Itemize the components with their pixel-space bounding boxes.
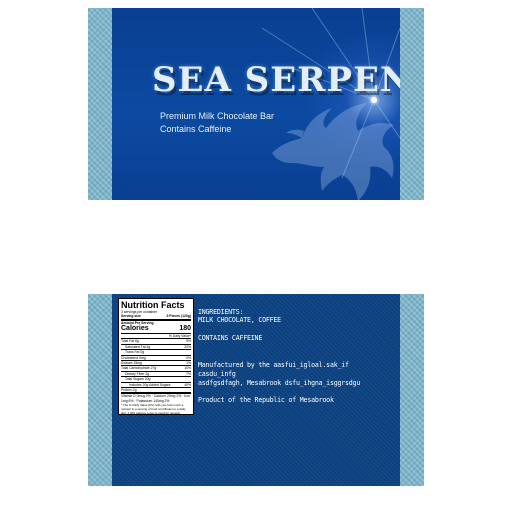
- nutrient-row: Total Fat 8g 9%: [121, 338, 191, 343]
- nutrient-label: Dietary Fiber 2g: [125, 371, 150, 376]
- vitamins-text: Vitamin D 0mcg 0% · Calcium 20mg 2% · Ir…: [121, 394, 191, 403]
- sea-serpent-dragon-icon: [272, 103, 394, 200]
- calories-label: Calories: [121, 325, 149, 333]
- ingredients-list: MILK CHOCOLATE, COFFEE: [198, 316, 281, 324]
- daily-value-header: % Daily Value*: [121, 333, 191, 338]
- nutrient-label: Total Sugars 20g: [125, 377, 151, 382]
- nutrition-title: Nutrition Facts: [121, 300, 185, 310]
- manufacturer-line-2: casdu_infg: [198, 370, 236, 378]
- nutrient-row: Includes 20g Added Sugars 40%: [121, 381, 191, 387]
- nutrient-daily-value: 7%: [186, 371, 191, 376]
- caffeine-notice: Contains Caffeine: [160, 124, 232, 134]
- nutrition-footnote: * The % Daily Value (DV) tells you how m…: [121, 403, 186, 415]
- product-description: Premium Milk Chocolate Bar: [160, 111, 275, 121]
- ingredients-label: INGREDIENTS:: [198, 308, 244, 316]
- nutrient-label: Protein 2g: [121, 388, 137, 393]
- wrapper-front-label: SEA SERPENT Premium Milk Chocolate Bar C…: [112, 8, 400, 200]
- nutrient-row: Sodium 15mg 1%: [121, 360, 191, 365]
- nutrient-label: Cholesterol 0mg: [121, 355, 146, 360]
- nutrient-daily-value: 40%: [184, 382, 191, 387]
- wrapper-front: SEA SERPENT Premium Milk Chocolate Bar C…: [88, 8, 424, 200]
- vitamins-row: Vitamin D 0mcg 0% · Calcium 20mg 2% · Ir…: [121, 392, 191, 403]
- nutrient-daily-value: 9%: [186, 339, 191, 344]
- manufacturer-line-1: Manufactured by the aasfui_igloal.sak_if: [198, 361, 349, 369]
- nutrient-row: Trans Fat 0g: [121, 349, 191, 354]
- contains-caffeine: CONTAINS CAFFEINE: [198, 334, 263, 342]
- nutrient-rows: Total Fat 8g 9% Saturated Fat 4g 20% Trans F…: [121, 338, 191, 392]
- wrapper-back-label: Nutrition Facts 3 servings per container…: [112, 294, 400, 486]
- calories-value: 180: [179, 325, 191, 333]
- country-of-origin: Product of the Republic of Mesabrook: [198, 396, 334, 404]
- manufacturer-line-3: asdfgsdfagh, Mesabrook dsfu_ihgna_isggrs…: [198, 379, 361, 387]
- nutrient-row: Total Sugars 20g: [121, 376, 191, 381]
- nutrient-label: Trans Fat 0g: [125, 350, 145, 355]
- nutrition-facts-panel: Nutrition Facts 3 servings per container…: [118, 298, 194, 415]
- nutrient-label: Total Carbohydrate 27g: [121, 366, 157, 371]
- serving-size-label: Serving size: [121, 314, 141, 319]
- nutrient-row: Total Carbohydrate 27g 10%: [121, 365, 191, 370]
- nutrient-label: Sodium 15mg: [121, 361, 142, 366]
- nutrient-row: Saturated Fat 4g 20%: [121, 343, 191, 349]
- nutrient-daily-value: 10%: [184, 366, 191, 371]
- nutrient-daily-value: 0%: [186, 355, 191, 360]
- nutrient-label: Total Fat 8g: [121, 339, 139, 344]
- nutrient-daily-value: 1%: [186, 361, 191, 366]
- light-flare-icon: [261, 8, 400, 179]
- servings-per-container: 3 servings per container: [121, 310, 158, 314]
- nutrient-row: Protein 2g: [121, 387, 191, 392]
- nutrient-label: Includes 20g Added Sugars: [129, 382, 171, 387]
- daily-value-header-label: % Daily Value*: [168, 334, 191, 339]
- amount-per-serving-label: Amount Per Serving: [121, 320, 154, 325]
- nutrient-daily-value: 20%: [184, 344, 191, 349]
- calories-row: Calories 180: [121, 325, 191, 333]
- serving-size-row: Serving size 3 Pieces (120g): [121, 314, 191, 318]
- serving-size-value: 3 Pieces (120g): [166, 314, 191, 319]
- wrapper-back: Nutrition Facts 3 servings per container…: [88, 294, 424, 486]
- nutrient-row: Dietary Fiber 2g 7%: [121, 370, 191, 376]
- nutrient-row: Cholesterol 0mg 0%: [121, 354, 191, 360]
- amount-per-serving: Amount Per Serving: [121, 318, 191, 325]
- brand-title: SEA SERPENT: [152, 60, 400, 100]
- nutrient-label: Saturated Fat 4g: [125, 344, 151, 349]
